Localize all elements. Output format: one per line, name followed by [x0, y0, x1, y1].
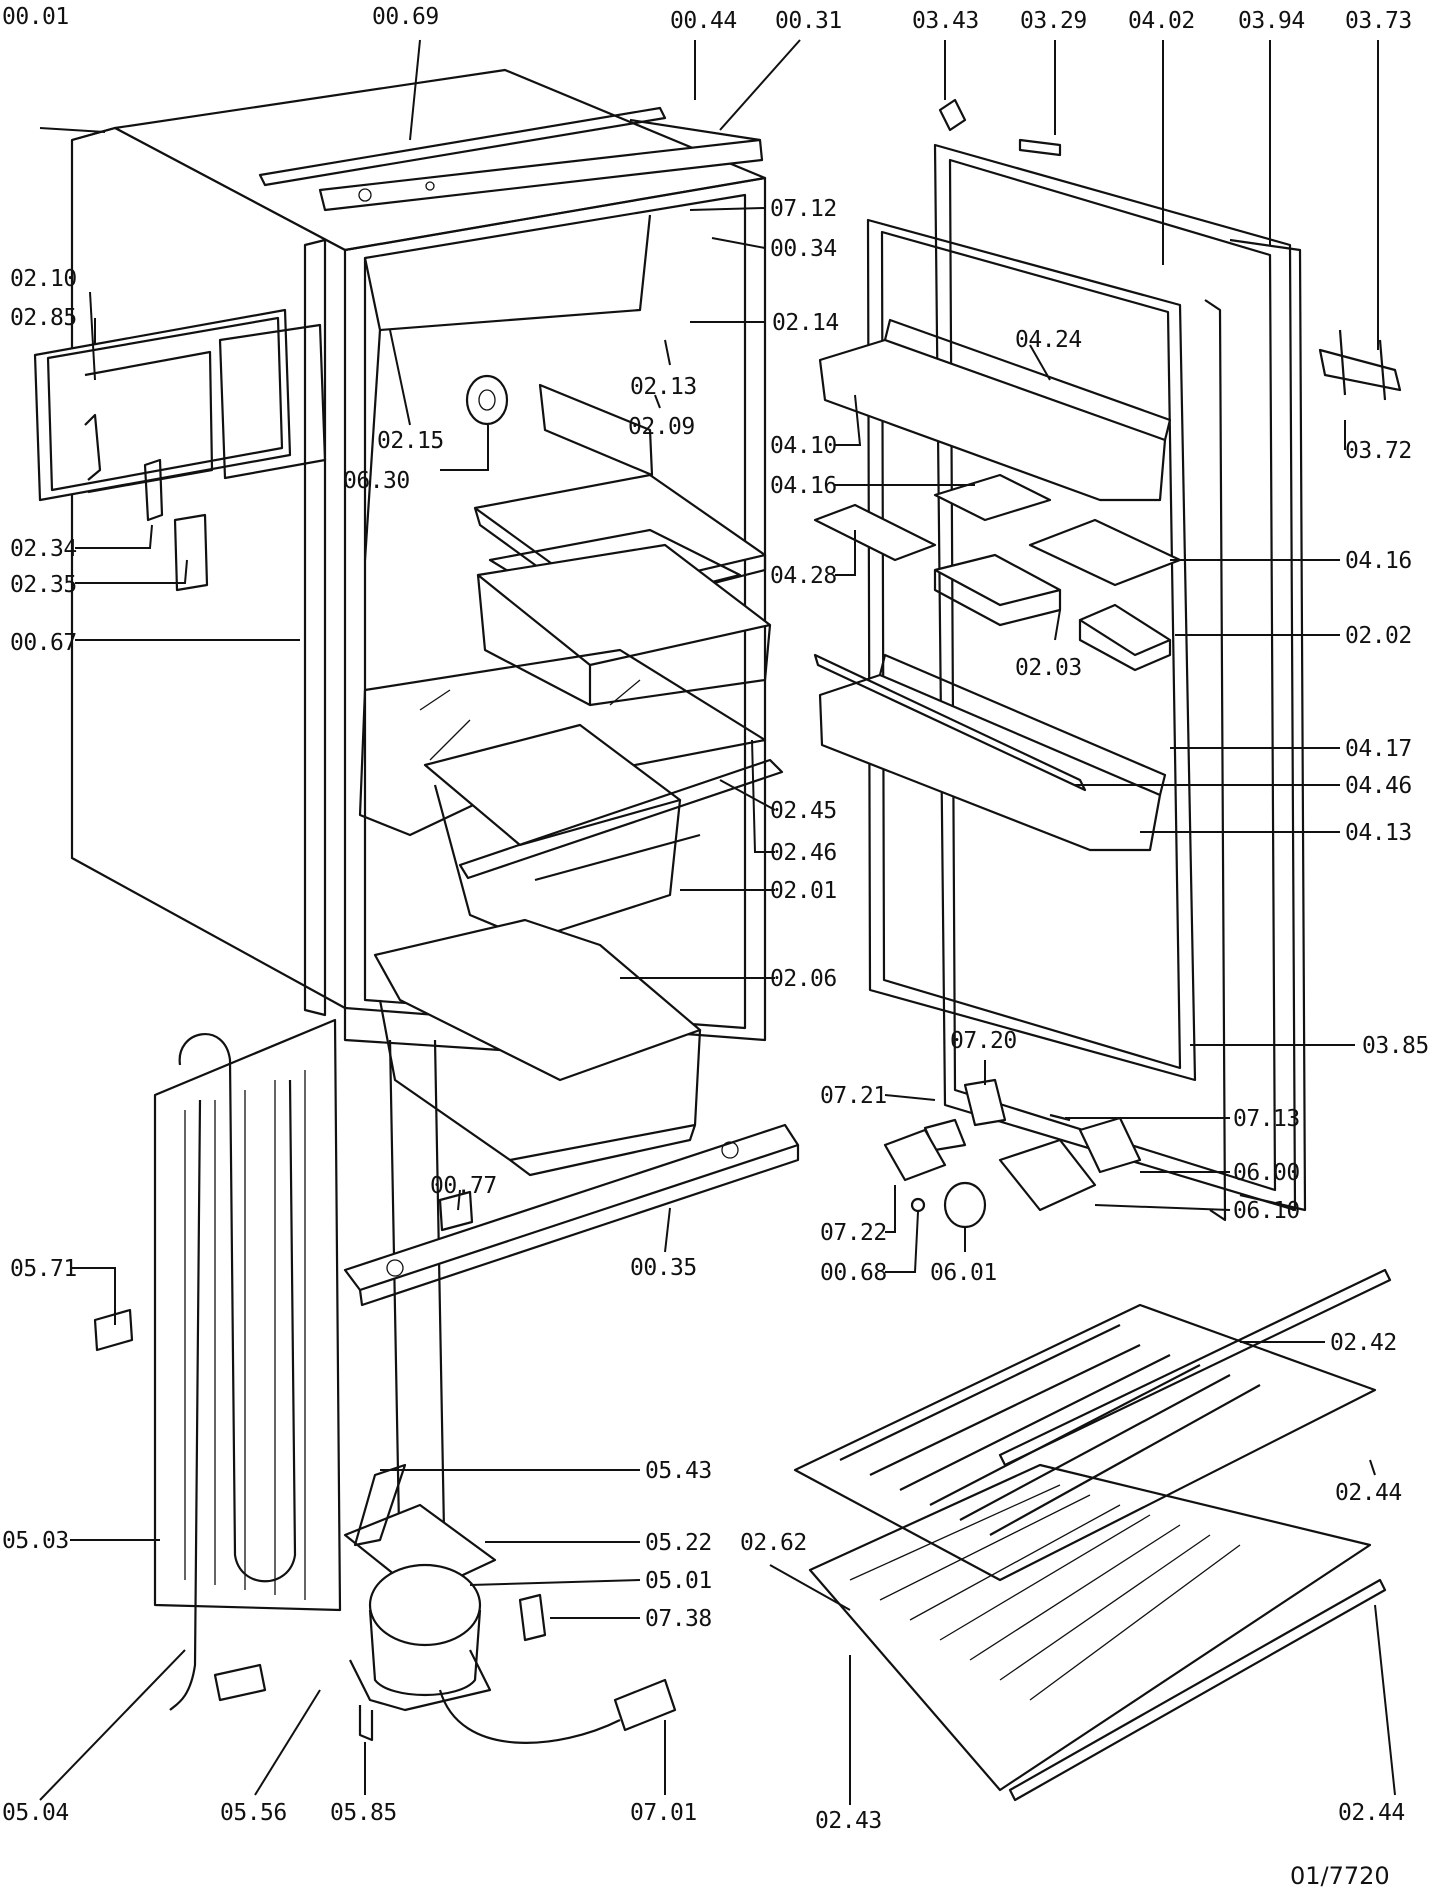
part-label-05-04: 05.04 — [2, 1800, 69, 1826]
part-label-00-34: 00.34 — [770, 236, 837, 262]
part-label-00-69: 00.69 — [372, 4, 439, 30]
part-label-05-22: 05.22 — [645, 1530, 712, 1556]
part-label-02-09: 02.09 — [628, 414, 695, 440]
drawing-reference: 01/7720 — [1290, 1862, 1390, 1890]
part-label-00-67: 00.67 — [10, 630, 77, 656]
condenser-coil — [153, 1018, 447, 1711]
part-label-03-73: 03.73 — [1345, 8, 1412, 34]
part-label-00-35: 00.35 — [630, 1255, 697, 1281]
part-label-02-35: 02.35 — [10, 572, 77, 598]
part-label-02-13: 02.13 — [630, 374, 697, 400]
part-label-02-42: 02.42 — [1330, 1330, 1397, 1356]
part-label-07-13: 07.13 — [1233, 1106, 1300, 1132]
part-label-02-44-lower: 02.44 — [1338, 1800, 1405, 1826]
part-label-00-31: 00.31 — [775, 8, 842, 34]
part-label-02-62: 02.62 — [740, 1530, 807, 1556]
part-label-02-10: 02.10 — [10, 266, 77, 292]
part-label-02-46: 02.46 — [770, 840, 837, 866]
part-label-02-85: 02.85 — [10, 305, 77, 331]
part-label-04-46: 04.46 — [1345, 773, 1412, 799]
part-label-02-15: 02.15 — [377, 428, 444, 454]
part-label-03-72: 03.72 — [1345, 438, 1412, 464]
part-label-06-01: 06.01 — [930, 1260, 997, 1286]
part-label-02-06: 02.06 — [770, 966, 837, 992]
part-label-02-01: 02.01 — [770, 878, 837, 904]
part-label-00-68: 00.68 — [820, 1260, 887, 1286]
part-label-04-28: 04.28 — [770, 563, 837, 589]
fridge-door — [813, 98, 1402, 1222]
part-label-02-02: 02.02 — [1345, 623, 1412, 649]
part-label-04-13: 04.13 — [1345, 820, 1412, 846]
part-label-02-03: 02.03 — [1015, 655, 1082, 681]
part-label-07-38: 07.38 — [645, 1606, 712, 1632]
part-label-07-20: 07.20 — [950, 1028, 1017, 1054]
part-label-00-01: 00.01 — [2, 4, 69, 30]
part-label-05-01: 05.01 — [645, 1568, 712, 1594]
part-label-04-02: 04.02 — [1128, 8, 1195, 34]
part-label-05-03: 05.03 — [2, 1528, 69, 1554]
part-label-02-43: 02.43 — [815, 1808, 882, 1834]
part-label-04-17: 04.17 — [1345, 736, 1412, 762]
part-label-03-85: 03.85 — [1362, 1033, 1429, 1059]
part-label-04-16-right: 04.16 — [1345, 548, 1412, 574]
part-label-04-10: 04.10 — [770, 433, 837, 459]
part-label-05-71: 05.71 — [10, 1256, 77, 1282]
part-label-02-34: 02.34 — [10, 536, 77, 562]
part-label-00-44: 00.44 — [670, 8, 737, 34]
shelves-and-crispers — [358, 374, 784, 1177]
part-label-04-16-top: 04.16 — [770, 473, 837, 499]
part-label-06-30: 06.30 — [343, 468, 410, 494]
wire-shelves — [793, 1268, 1392, 1802]
part-label-06-10: 06.10 — [1233, 1198, 1300, 1224]
part-label-04-24: 04.24 — [1015, 327, 1082, 353]
part-label-03-29: 03.29 — [1020, 8, 1087, 34]
part-label-03-94: 03.94 — [1238, 8, 1305, 34]
part-label-06-00: 06.00 — [1233, 1160, 1300, 1186]
part-label-07-21: 07.21 — [820, 1083, 887, 1109]
part-label-07-22: 07.22 — [820, 1220, 887, 1246]
compressor-assembly — [93, 1308, 677, 1744]
part-label-03-43: 03.43 — [912, 8, 979, 34]
part-label-02-45: 02.45 — [770, 798, 837, 824]
part-label-05-56: 05.56 — [220, 1800, 287, 1826]
part-label-05-85: 05.85 — [330, 1800, 397, 1826]
part-label-07-01: 07.01 — [630, 1800, 697, 1826]
part-label-02-14: 02.14 — [772, 310, 839, 336]
freezer-door — [33, 308, 327, 592]
thermostat-parts — [883, 1078, 1142, 1229]
control-strip — [343, 1123, 800, 1307]
part-label-05-43: 05.43 — [645, 1458, 712, 1484]
part-label-02-44-upper: 02.44 — [1335, 1480, 1402, 1506]
leader-lines — [39, 39, 1396, 1805]
part-label-07-12: 07.12 — [770, 196, 837, 222]
part-label-00-77: 00.77 — [430, 1173, 497, 1199]
